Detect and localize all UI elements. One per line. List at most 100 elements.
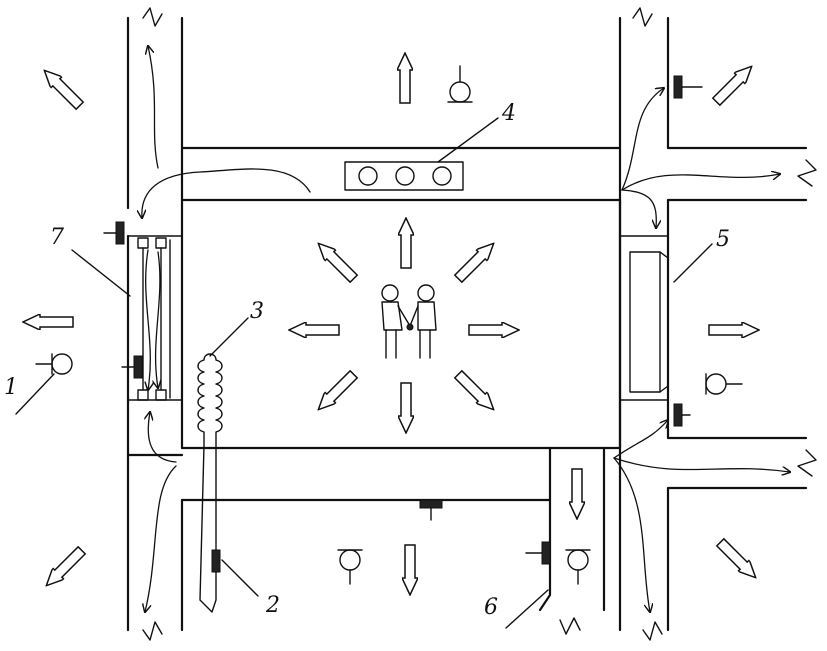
person-torso — [417, 301, 437, 331]
person-arm — [409, 305, 419, 327]
detector-top — [447, 65, 473, 103]
airflow-curve-icon — [621, 174, 780, 191]
lower-corridor-bottom-wall — [180, 446, 552, 502]
person-legs — [419, 329, 431, 359]
panel-bracket — [155, 389, 167, 401]
hollow-block-arrow-icon — [398, 382, 414, 434]
right-corridor-bottom-wall — [666, 486, 808, 632]
panel-bracket — [155, 237, 167, 249]
hollow-block-arrow-icon — [397, 52, 413, 104]
break-mark-bottom-right — [642, 621, 663, 641]
two-people-icon — [381, 284, 437, 359]
callout-leaders — [15, 117, 713, 629]
wall-sensor-icon — [673, 403, 683, 427]
hollow-block-arrow-icon — [451, 236, 501, 286]
leader-line-7 — [71, 249, 131, 297]
hollow-block-arrow-icon — [398, 217, 414, 269]
left-chamber-walls — [127, 235, 183, 401]
ceiling-fixture-4 — [344, 161, 464, 191]
hollow-block-arrow-icon — [288, 322, 340, 338]
panel-bracket — [137, 389, 149, 401]
hollow-block-arrow-icon — [22, 314, 74, 330]
right-chamber-panel — [629, 251, 661, 393]
hollow-block-arrow-icon — [708, 322, 760, 338]
shaft-left-wall — [538, 498, 552, 612]
lamp-circle — [358, 166, 378, 186]
wall-sensor-icon — [541, 541, 551, 565]
airflow-curve-icon — [613, 457, 790, 472]
block-arrows — [22, 52, 763, 596]
leader-line-4 — [437, 117, 499, 163]
top-corridor-upper-wall — [180, 16, 622, 150]
hollow-block-arrow-icon — [402, 544, 418, 596]
airflow-curve-icon — [621, 88, 664, 191]
break-mark-right-lower — [797, 449, 817, 477]
hollow-block-arrow-icon — [39, 543, 89, 593]
person-legs — [385, 329, 397, 359]
airflow-curve-icon — [613, 457, 650, 612]
person-torso — [381, 301, 403, 331]
hollow-block-arrow-icon — [311, 367, 361, 417]
right-chamber-panel-hinges — [659, 251, 669, 393]
airflow-curve-icon — [148, 46, 159, 169]
airflow-curve-icon — [621, 189, 656, 228]
hollow-block-arrow-icon — [709, 59, 759, 109]
detector-bottom — [337, 549, 363, 585]
callout-1: 1 — [4, 375, 18, 400]
callout-2: 2 — [265, 593, 280, 618]
break-mark-top-right — [632, 7, 653, 27]
break-mark-top-left — [142, 7, 163, 27]
wall-sensor-icon — [419, 499, 443, 509]
detector-shaft — [565, 549, 591, 585]
person-arm — [397, 305, 411, 327]
detector-right — [705, 373, 743, 395]
hollow-block-arrow-icon — [713, 535, 763, 585]
detectors — [35, 65, 743, 585]
detector-left — [35, 353, 73, 375]
lamp-circle — [395, 166, 415, 186]
pipe-body — [197, 353, 223, 613]
callout-3: 3 — [250, 299, 264, 324]
person-head — [417, 284, 435, 302]
wall-sensor-icon — [673, 75, 683, 99]
break-mark-bottom-left — [142, 621, 163, 641]
central-room-walls — [180, 198, 622, 450]
airflow-curve-icon — [145, 465, 177, 612]
right-corridor-middle-wall — [666, 198, 808, 440]
left-panel-assembly-7 — [137, 237, 171, 401]
callout-4: 4 — [501, 101, 516, 126]
callout-labels: 1 2 3 4 5 6 7 — [4, 101, 730, 620]
lamp-circle — [432, 166, 452, 186]
person-head — [381, 284, 399, 302]
leader-line-1 — [15, 373, 55, 415]
callout-5: 5 — [716, 227, 730, 252]
airflow-curve-icon — [148, 412, 177, 463]
break-mark-right-upper — [797, 159, 817, 187]
right-corridor-top-wall — [666, 16, 808, 150]
hollow-block-arrow-icon — [468, 322, 520, 338]
callout-7: 7 — [50, 225, 64, 250]
hollow-block-arrow-icon — [311, 236, 361, 286]
airflow-curve-icon — [613, 420, 668, 459]
wall-sensor-icon — [115, 221, 125, 245]
airflow-curve-icon — [156, 251, 160, 388]
leader-line-6 — [505, 589, 549, 629]
panel-rails — [142, 247, 162, 391]
wall-sensor-icon — [133, 355, 143, 379]
corrugated-pipe-3 — [197, 353, 223, 613]
wall-sensors — [103, 75, 703, 573]
three-lamp-fixture-icon — [344, 161, 464, 191]
wall-sensor-icon — [211, 549, 221, 573]
building-walls — [126, 16, 808, 632]
leader-line-2 — [221, 559, 259, 597]
airflow-curve-icon — [142, 168, 311, 218]
leader-line-5 — [673, 243, 713, 283]
handshake — [406, 323, 414, 331]
break-mark-shaft — [559, 617, 581, 635]
leader-line-3 — [209, 317, 249, 357]
hollow-block-arrow-icon — [37, 63, 87, 113]
callout-6: 6 — [484, 595, 498, 620]
break-marks — [142, 7, 817, 641]
airflow-curve-icon — [146, 249, 151, 390]
airflow-lines — [142, 46, 790, 612]
